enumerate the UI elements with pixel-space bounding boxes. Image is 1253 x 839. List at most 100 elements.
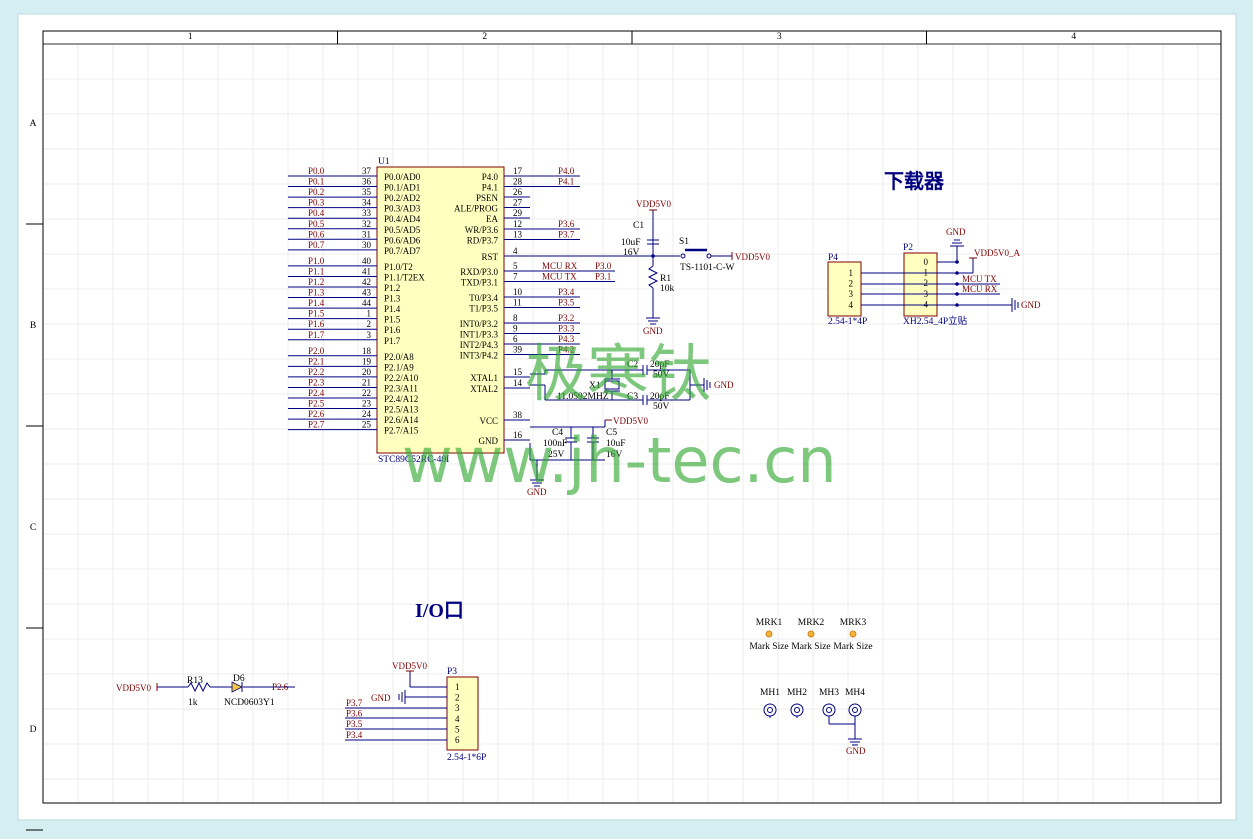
r1-ref: R1 — [660, 274, 671, 284]
reset-circuit — [530, 209, 733, 325]
p2-pin-num: 4 — [924, 299, 929, 309]
u1-left-net: P0.1 — [308, 177, 324, 187]
power-decoupling — [529, 419, 612, 487]
u1-right-net: P4.0 — [558, 166, 575, 176]
u1-left-name: P2.7/A15 — [384, 426, 419, 436]
u1-part: STC89C52RC-40I — [378, 455, 449, 465]
u1-right-net: P3.4 — [558, 287, 575, 297]
u1-right-name: VCC — [479, 416, 498, 426]
u1-right-net: P3.3 — [558, 324, 575, 334]
u1-left-num: 34 — [362, 198, 372, 208]
c2-volt: 50V — [653, 370, 670, 380]
u1-left-num: 44 — [362, 298, 372, 308]
u1-ref: U1 — [378, 157, 390, 167]
u1-left-name: P0.1/AD1 — [384, 183, 420, 193]
downloader-title: 下载器 — [884, 169, 945, 193]
mark-label: Mark Size — [791, 642, 830, 652]
u1-left-name: P2.3/A11 — [384, 383, 418, 393]
u1-left-net: P1.3 — [308, 288, 325, 298]
hole-outer — [763, 703, 777, 717]
c5-ref: C5 — [606, 428, 617, 438]
downloader-gnd: GND — [946, 227, 966, 237]
io-wiring — [345, 670, 447, 741]
downloader-wiring — [861, 239, 1019, 312]
io-net: P3.7 — [346, 698, 363, 708]
p4-pin-num: 4 — [849, 300, 854, 310]
p3-ref: P3 — [447, 667, 457, 677]
u1-left-net: P0.4 — [308, 208, 325, 218]
u1-right-name: RD/P3.7 — [467, 236, 499, 246]
p3-part: 2.54-1*6P — [447, 753, 486, 763]
p2-ref: P2 — [903, 243, 913, 253]
p3-pin-num: 5 — [455, 724, 460, 734]
u1-left-name: P0.4/AD4 — [384, 214, 421, 224]
io-net: P3.4 — [346, 730, 363, 740]
hole-ref: MH3 — [819, 688, 839, 698]
column-label: 4 — [1071, 32, 1076, 42]
u1-left-name: P1.7 — [384, 336, 401, 346]
mark-dot — [807, 630, 815, 638]
u1-left-net: P2.0 — [308, 346, 325, 356]
s1-vdd: VDD5V0 — [735, 252, 770, 262]
hole-outer — [848, 703, 862, 717]
hole-ref: MH1 — [760, 688, 780, 698]
u1-right-net: P3.6 — [558, 219, 575, 229]
u1-left-num: 3 — [367, 330, 372, 340]
mark-label: Mark Size — [749, 642, 788, 652]
u1-right-name: GND — [479, 436, 499, 446]
u1-left-num: 37 — [362, 166, 372, 176]
io-title: I/O口 — [415, 600, 464, 622]
u1-left-name: P0.2/AD2 — [384, 193, 420, 203]
u1-left-net: P1.2 — [308, 277, 324, 287]
u1-left-net: P2.3 — [308, 377, 325, 387]
u1-left-net: P1.6 — [308, 319, 325, 329]
u1-left-num: 19 — [362, 356, 372, 366]
c5-volt: 16V — [606, 450, 623, 460]
u1-right-num: 29 — [513, 208, 523, 218]
u1-right-num: 6 — [513, 334, 518, 344]
u1-left-net: P2.7 — [308, 420, 325, 430]
watermark-cn: 极寒钛 — [525, 337, 711, 410]
u1-left-net: P0.0 — [308, 166, 325, 176]
u1-right-net: P3.0 — [595, 261, 612, 271]
reset-gnd: GND — [643, 326, 663, 336]
u1-right-name: WR/P3.6 — [465, 225, 499, 235]
p3-pin-num: 3 — [455, 703, 460, 713]
u1-left-net: P2.1 — [308, 356, 324, 366]
led-net: P2.6 — [272, 682, 289, 692]
u1-left-name: P1.1/T2EX — [384, 272, 425, 282]
u1-left-net: P1.0 — [308, 256, 325, 266]
u1-right-net: P3.2 — [558, 313, 574, 323]
downloader-gnd2: GND — [1021, 300, 1041, 310]
c4-ref: C4 — [552, 428, 563, 438]
p4-pin-num: 3 — [849, 289, 854, 299]
c3-val: 20pF — [650, 392, 670, 402]
u1-left-name: P0.0/AD0 — [384, 172, 421, 182]
u1-left-name: P0.5/AD5 — [384, 225, 421, 235]
mark-dot — [765, 630, 773, 638]
mark-dot — [849, 630, 857, 638]
row-label: B — [30, 321, 36, 331]
x1-ref: X1 — [589, 381, 601, 391]
u1-left-name: P2.6/A14 — [384, 415, 419, 425]
u1-left-num: 20 — [362, 367, 372, 377]
u1-right-num: 5 — [513, 261, 518, 271]
u1-left-num: 32 — [362, 219, 371, 229]
u1-left-name: P2.0/A8 — [384, 352, 414, 362]
u1-left-net: P2.4 — [308, 388, 325, 398]
u1-left-num: 36 — [362, 177, 372, 187]
c1-ref: C1 — [633, 221, 644, 231]
c1-volt: 16V — [623, 248, 640, 258]
u1-left-name: P0.3/AD3 — [384, 204, 421, 214]
u1-right-name: TXD/P3.1 — [461, 278, 498, 288]
u1-right-name: XTAL1 — [470, 373, 498, 383]
downloader-tx: MCU TX — [962, 274, 997, 284]
